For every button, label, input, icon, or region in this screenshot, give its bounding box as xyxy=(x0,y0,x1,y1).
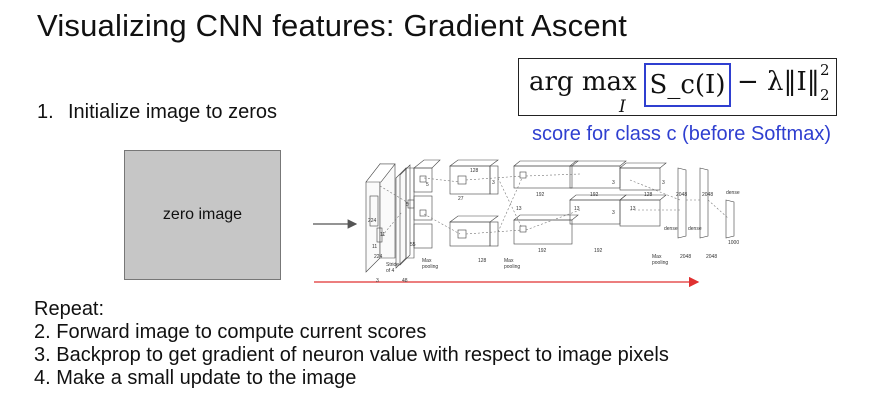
label-27: 27 xyxy=(458,196,464,202)
zero-image-label: zero image xyxy=(162,206,243,223)
label-pool2: Max xyxy=(504,258,514,264)
repeat-steps: Repeat: 2. Forward image to compute curr… xyxy=(34,298,669,390)
repeat-heading: Repeat: xyxy=(34,298,105,320)
formula-norm-subscript: 2 xyxy=(820,86,830,104)
label-pool3b: pooling xyxy=(652,260,668,266)
label-55: 55 xyxy=(410,242,416,248)
formula-norm-superscript: 2 xyxy=(820,61,830,79)
zero-image-box: zero image xyxy=(124,150,281,280)
label-3a: 3 xyxy=(492,180,495,186)
label-pool2b: pooling xyxy=(504,264,520,270)
formula-class-score: S_c(I) xyxy=(644,63,731,107)
formula-argmax: arg max xyxy=(529,67,637,97)
label-192a: 192 xyxy=(536,192,545,198)
label-48: 48 xyxy=(402,278,408,284)
label-5b: 5 xyxy=(426,182,429,188)
label-dense2: dense xyxy=(688,226,702,232)
label-3b: 3 xyxy=(612,180,615,186)
label-3d: 3 xyxy=(662,180,665,186)
label-192d: 192 xyxy=(594,248,603,254)
label-13c: 13 xyxy=(630,206,636,212)
label-128c: 128 xyxy=(644,192,653,198)
label-11b: 11 xyxy=(372,244,377,250)
repeat-step-forward: 2. Forward image to compute current scor… xyxy=(34,321,427,343)
label-2048a: 2048 xyxy=(676,192,687,198)
repeat-step-update: 4. Make a small update to the image xyxy=(34,367,357,389)
label-13b: 13 xyxy=(574,206,580,212)
label-dense3: dense xyxy=(726,190,740,196)
label-of4: of 4 xyxy=(386,268,395,274)
formula-argmax-subscript: I xyxy=(619,97,626,117)
label-2048d: 2048 xyxy=(706,254,717,260)
label-128a: 128 xyxy=(470,168,479,174)
label-224a: 224 xyxy=(368,218,377,224)
objective-formula: arg max I S_c(I) − λ‖I‖ 2 2 xyxy=(518,58,837,117)
label-224b: 224 xyxy=(374,254,383,260)
step-number: 1. xyxy=(37,101,54,123)
label-13a: 13 xyxy=(516,206,522,212)
formula-regularizer: − λ‖I‖ xyxy=(737,67,820,97)
label-11a: 11 xyxy=(380,232,385,238)
repeat-step-backprop: 3. Backprop to get gradient of neuron va… xyxy=(34,344,669,366)
step-initialize: 1. Initialize image to zeros xyxy=(37,101,277,124)
label-3c: 3 xyxy=(612,210,615,216)
label-1000: 1000 xyxy=(728,240,739,246)
label-pool3: Max xyxy=(652,254,662,260)
label-stride: Stride xyxy=(386,262,399,268)
slide-title: Visualizing CNN features: Gradient Ascen… xyxy=(37,8,628,43)
label-3: 3 xyxy=(376,278,379,284)
label-pool1: Max xyxy=(422,258,432,264)
label-192b: 192 xyxy=(538,248,547,254)
label-192c: 192 xyxy=(590,192,599,198)
score-annotation: score for class c (before Softmax) xyxy=(532,123,831,145)
label-2048c: 2048 xyxy=(680,254,691,260)
label-dense1: dense xyxy=(664,226,678,232)
step-text: Initialize image to zeros xyxy=(68,101,277,123)
network-layers xyxy=(365,159,735,273)
label-pool1b: pooling xyxy=(422,264,438,270)
label-5a: 5 xyxy=(406,202,409,208)
label-2048b: 2048 xyxy=(702,192,713,198)
label-128b: 128 xyxy=(478,258,487,264)
